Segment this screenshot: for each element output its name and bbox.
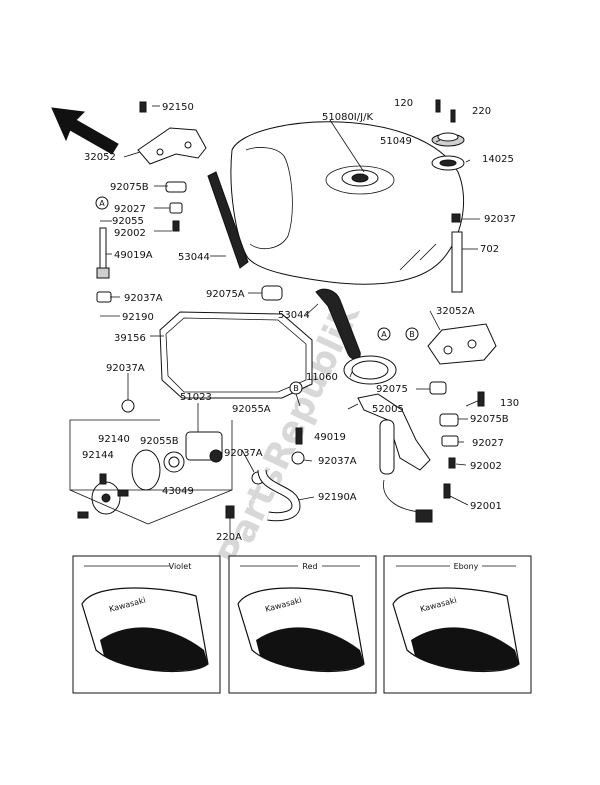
label-92075B-right: 92075B [470, 414, 509, 425]
label-92150: 92150 [162, 102, 194, 113]
svg-text:B: B [409, 330, 415, 339]
label-92140: 92140 [98, 434, 130, 445]
fuel-tap-lever [96, 227, 112, 303]
label-92037: 92037 [484, 214, 516, 225]
pump-gasket [343, 355, 397, 385]
label-92037A-2: 92037A [106, 363, 145, 374]
label-32052: 32052 [84, 152, 116, 163]
marker-b-center: B [289, 381, 303, 395]
label-130: 130 [500, 398, 519, 409]
label-49019A: 49019A [114, 250, 153, 261]
label-220A: 220A [216, 532, 242, 543]
label-51080: 51080I/J/K [322, 112, 373, 123]
hose-clamps [121, 399, 305, 522]
label-92037A-3: 92037A [318, 456, 357, 467]
svg-text:A: A [99, 199, 105, 208]
marker-a-right: A [377, 327, 391, 341]
label-92027-right: 92027 [472, 438, 504, 449]
grommet-92075A [261, 285, 283, 301]
label-39156: 39156 [114, 333, 146, 344]
label-92075-right: 92075 [376, 384, 408, 395]
label-51049: 51049 [380, 136, 412, 147]
tank-pad [159, 311, 313, 399]
label-702: 702 [480, 244, 499, 255]
fuel-hose-inner [71, 315, 126, 406]
label-53044-left: 53044 [178, 252, 210, 263]
label-92075B-left: 92075B [110, 182, 149, 193]
rubber-strip-right [315, 288, 361, 360]
label-92037A-4: 92037A [224, 448, 263, 459]
marker-a-left: A [95, 196, 109, 210]
label-11060: 11060 [306, 372, 338, 383]
rubber-strip-left [207, 171, 249, 269]
label-14025: 14025 [482, 154, 514, 165]
label-49019: 49019 [314, 432, 346, 443]
color-name-ebony: Ebony [454, 562, 479, 571]
label-53044-right: 53044 [278, 310, 310, 321]
label-92055A: 92055A [232, 404, 271, 415]
svg-text:B: B [293, 384, 299, 393]
label-92190: 92190 [122, 312, 154, 323]
left-grommets [165, 181, 187, 232]
label-220: 220 [472, 106, 491, 117]
label-120: 120 [394, 98, 413, 109]
color-panel-ebony: Ebony Kawasaki [383, 555, 532, 694]
color-name-violet: Violet [169, 562, 192, 571]
label-92055B: 92055B [140, 436, 179, 447]
svg-text:A: A [381, 330, 387, 339]
label-92002-right: 92002 [470, 461, 502, 472]
label-92075A: 92075A [206, 289, 245, 300]
label-92002-left: 92002 [114, 228, 146, 239]
right-side-parts [427, 213, 497, 499]
fuel-pump [357, 393, 433, 523]
front-bracket [137, 101, 207, 165]
fuel-tank [230, 121, 464, 285]
label-92144: 92144 [82, 450, 114, 461]
label-43049: 43049 [162, 486, 194, 497]
label-92190A: 92190A [318, 492, 357, 503]
color-name-red: Red [302, 562, 317, 571]
leader-lines [100, 103, 481, 534]
label-52005: 52005 [372, 404, 404, 415]
color-panel-red: Red Kawasaki [228, 555, 377, 694]
front-direction-arrow [51, 107, 119, 155]
color-panel-violet: Violet Kawasaki [72, 555, 221, 694]
fuel-tap-assembly [77, 431, 223, 519]
label-51023: 51023 [180, 392, 212, 403]
fuel-cap-assembly [431, 99, 465, 171]
label-92037A-1: 92037A [124, 293, 163, 304]
marker-b-right: B [405, 327, 419, 341]
label-92027-left: 92027 [114, 204, 146, 215]
label-92055: 92055 [112, 216, 144, 227]
label-32052A: 32052A [436, 306, 475, 317]
label-92001: 92001 [470, 501, 502, 512]
